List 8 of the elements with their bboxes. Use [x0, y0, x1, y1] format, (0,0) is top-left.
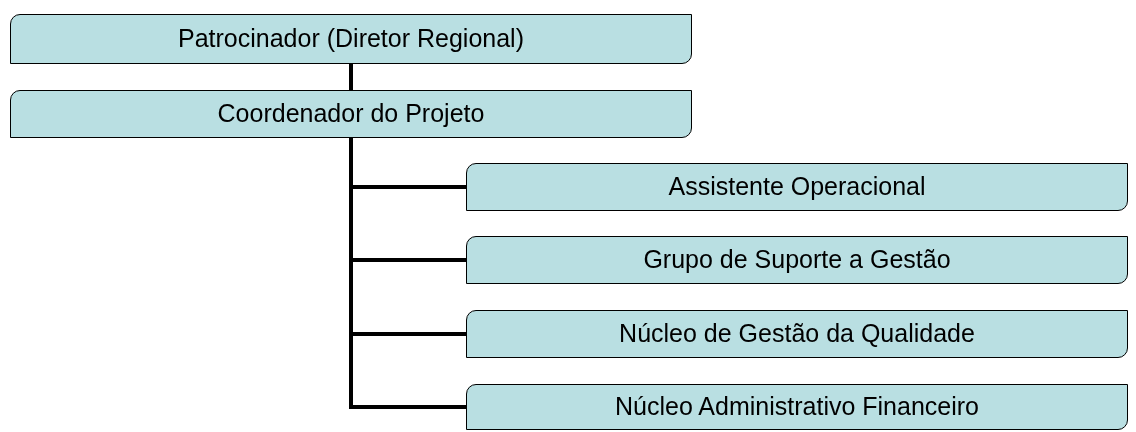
org-box: Núcleo de Gestão da Qualidade [466, 310, 1128, 358]
org-box: Núcleo Administrativo Financeiro [466, 384, 1128, 430]
org-box: Patrocinador (Diretor Regional) [10, 14, 692, 64]
org-box: Assistente Operacional [466, 163, 1128, 211]
connector-line [349, 138, 466, 409]
connector-line [349, 64, 353, 90]
org-box: Grupo de Suporte a Gestão [466, 236, 1128, 284]
org-box: Coordenador do Projeto [10, 90, 692, 138]
